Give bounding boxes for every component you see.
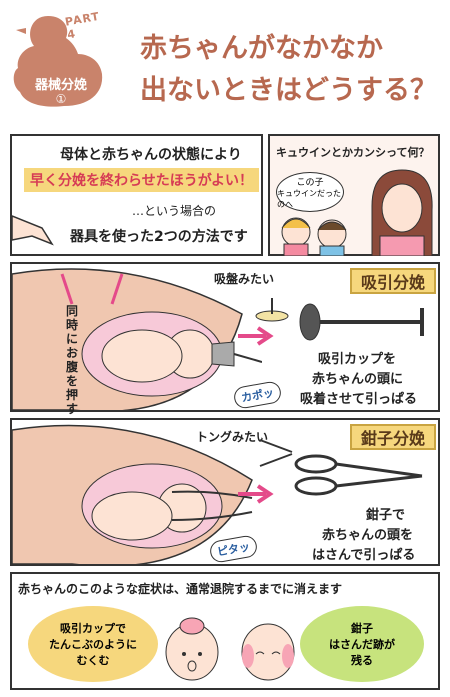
tag-number: ①	[55, 92, 67, 106]
vacuum-symptom-line3: むくむ	[76, 654, 110, 667]
tongs-small-icon	[259, 439, 293, 467]
pointing-hand-icon	[12, 215, 54, 246]
vacuum-symptom-line1: 吸引カップで	[60, 622, 126, 635]
forceps-symptom-bubble: 鉗子 はさんだ跡が 残る	[300, 606, 424, 682]
symptoms-headline: 赤ちゃんのこのような症状は、通常退院するまでに消えます	[18, 582, 343, 596]
duck-icon	[13, 16, 103, 107]
baby-head-swollen-icon	[165, 617, 219, 681]
arrow-right-icon	[238, 326, 274, 346]
forceps-symptom-line1: 鉗子	[351, 622, 373, 635]
forceps-symptom-line2: はさんだ跡が	[329, 638, 395, 651]
intro-line1: 母体と赤ちゃんの状態により	[60, 147, 242, 163]
vacuum-symptom-line2: たんこぶのように	[49, 638, 137, 651]
tag-category: 器械分娩	[34, 78, 87, 93]
vacuum-cup-tool-icon	[299, 303, 424, 341]
kid-speech-bubble: この子 キュウインだったのへ	[276, 172, 344, 212]
vacuum-desc2: 赤ちゃんの頭に	[312, 372, 404, 387]
arrow-right-icon	[238, 484, 274, 504]
intro-line4: 器具を使った2つの方法です	[70, 229, 248, 245]
baby-head-marks-icon	[241, 623, 295, 681]
page-title-line1: 赤ちゃんがなかなか	[140, 33, 383, 64]
forceps-delivery-illustration-icon	[12, 424, 253, 564]
vacuum-desc1: 吸引カップを	[318, 352, 397, 367]
kids-illustration-icon	[281, 217, 347, 256]
forceps-tool-note: トングみたい	[196, 430, 269, 444]
forceps-desc3: はさんで引っぱる	[312, 548, 416, 563]
forceps-tool-icon	[294, 454, 423, 496]
forceps-panel: トングみたい 鉗子分娩 鉗子で 赤ちゃんの頭を はさんで引っぱる ピタッ	[10, 418, 440, 566]
suction-cup-small-icon	[255, 298, 289, 322]
duck-badge: PART 4 器械分娩 ①	[8, 8, 108, 113]
intro-panel: 母体と赤ちゃんの状態により 早く分娩を終わらせたほうがよい！ …という場合の 器…	[10, 134, 263, 256]
vacuum-label: 吸引分娩	[350, 268, 436, 294]
vacuum-tool-note: 吸盤みたい	[214, 272, 275, 286]
forceps-desc1: 鉗子で	[366, 508, 406, 523]
forceps-label: 鉗子分娩	[350, 424, 436, 450]
kid-text2: キュウインだったのへ	[277, 188, 341, 209]
question-panel: キュウインとかカンシって何？ この子 キュウインだったのへ	[268, 134, 440, 256]
vacuum-panel: 同時にお腹を押すことも 吸盤みたい 吸引分娩 吸引カップを 赤ちゃんの頭に 吸着…	[10, 262, 440, 458]
question-text: キュウインとかカンシって何？	[276, 146, 430, 159]
vacuum-delivery-illustration-icon	[12, 268, 262, 410]
vacuum-desc3: 吸着させて引っぱる	[300, 392, 418, 407]
forceps-desc2: 赤ちゃんの頭を	[322, 528, 414, 543]
symptoms-panel: 赤ちゃんのこのような症状は、通常退院するまでに消えます 吸引カップで たんこぶの…	[10, 572, 440, 690]
intro-line3: …という場合の	[132, 204, 217, 218]
intro-highlight: 早く分娩を終わらせたほうがよい！	[24, 168, 260, 192]
page-title-line2: 出ないときはどうする？	[140, 75, 437, 106]
mother-illustration-icon	[371, 169, 433, 256]
vacuum-symptom-bubble: 吸引カップで たんこぶのように むくむ	[28, 606, 158, 682]
kid-text1: この子	[296, 177, 324, 188]
forceps-symptom-line3: 残る	[351, 654, 373, 667]
